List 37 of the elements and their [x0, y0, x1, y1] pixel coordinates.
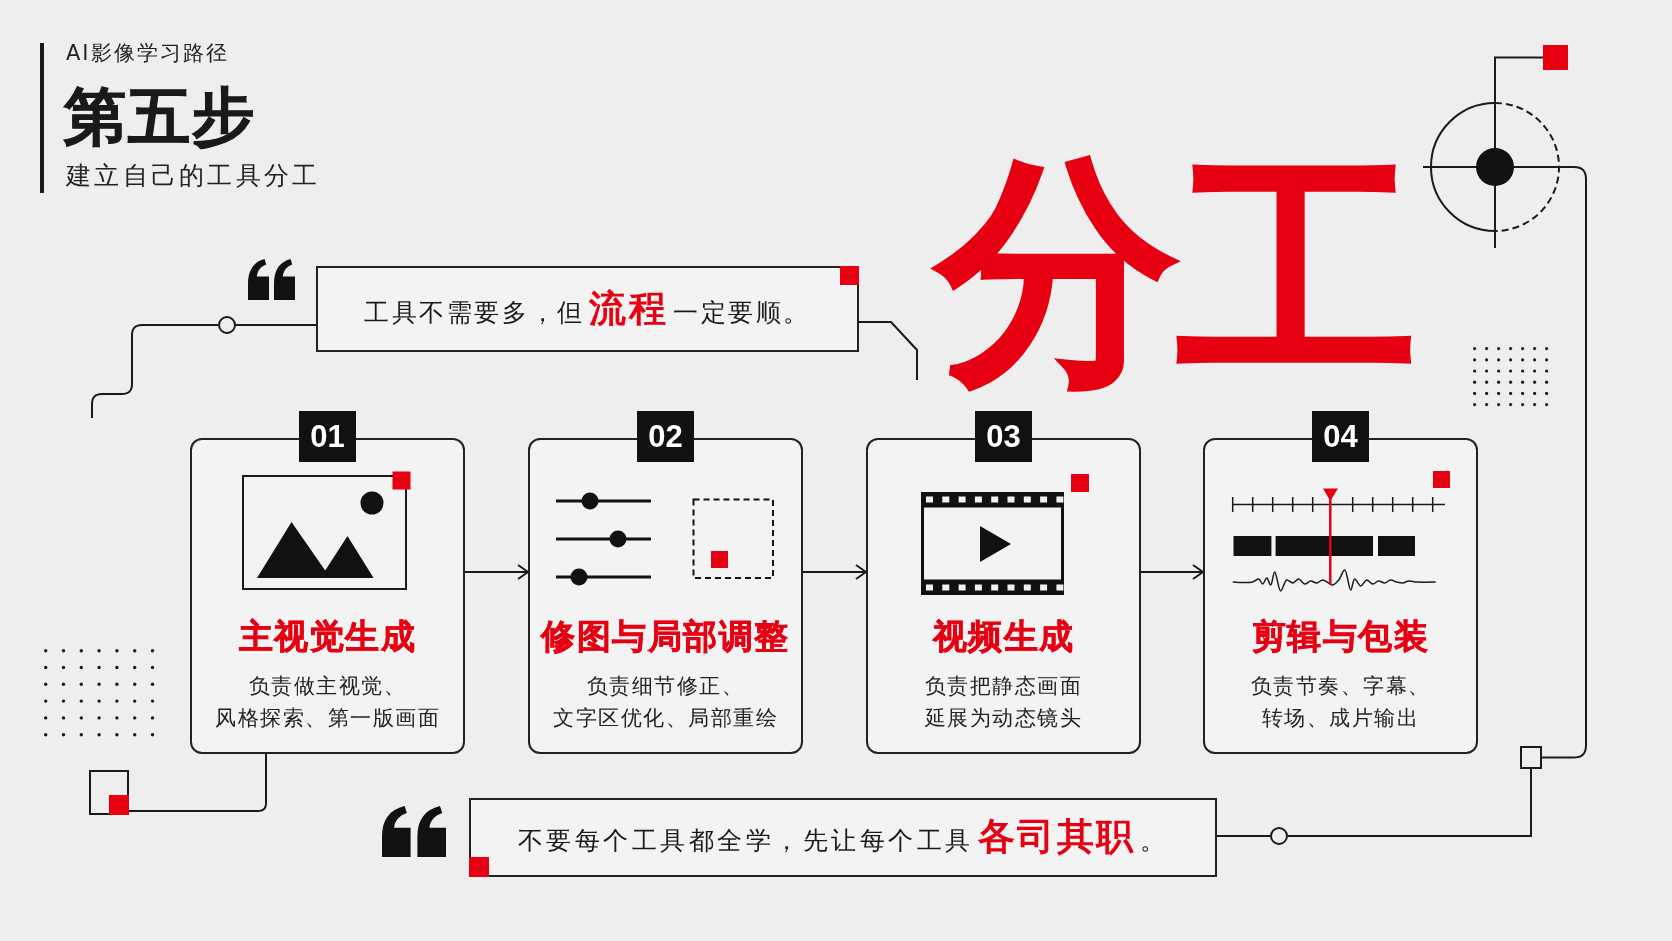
square-marker: [89, 770, 129, 815]
square-marker: [1520, 746, 1542, 769]
connector-line: [1494, 56, 1544, 103]
step-description: 负责做主视觉、风格探索、第一版画面: [215, 673, 440, 732]
accent-square: [1543, 45, 1568, 70]
step-title: 剪辑与包装: [1251, 616, 1430, 657]
quote-box: [469, 798, 1217, 877]
connector-line: [1287, 768, 1532, 837]
step-number: 04: [1312, 411, 1369, 462]
connector-line: [235, 324, 317, 326]
arrow: [1140, 564, 1204, 580]
step-number: 03: [975, 411, 1032, 462]
connector-line: [1541, 166, 1587, 759]
quote-box: [316, 266, 859, 352]
step-number: 02: [637, 411, 694, 462]
connector-line: [91, 324, 219, 419]
page-title: 第五步: [64, 83, 256, 152]
connector-line: [128, 753, 267, 812]
small-ring: [1270, 827, 1288, 845]
series-label: AI影像学习路径: [66, 41, 229, 67]
crosshair-target: [1423, 102, 1560, 248]
arrow: [464, 564, 529, 580]
step-title: 主视觉生成: [238, 616, 417, 657]
step-description: 负责把静态画面延展为动态镜头: [924, 673, 1083, 732]
step-title: 视频生成: [932, 616, 1075, 657]
arrow: [802, 564, 867, 580]
step-number: 01: [299, 411, 356, 462]
step-description: 负责节奏、字幕、转场、成片输出: [1250, 673, 1431, 732]
step-title: 修图与局部调整: [541, 616, 790, 657]
quote-text: 工具不需要多，但流程一定要顺。: [364, 285, 811, 332]
connector-line: [1216, 835, 1271, 837]
step-description: 负责细节修正、文字区优化、局部重绘: [553, 673, 778, 732]
connector-line: [858, 321, 918, 381]
small-ring: [218, 316, 236, 334]
headline-text: 分工: [928, 145, 1418, 400]
quote-text: 不要每个工具都全学，先让每个工具各司其职。: [517, 814, 1169, 861]
page-subtitle: 建立自己的工具分工: [66, 161, 321, 191]
